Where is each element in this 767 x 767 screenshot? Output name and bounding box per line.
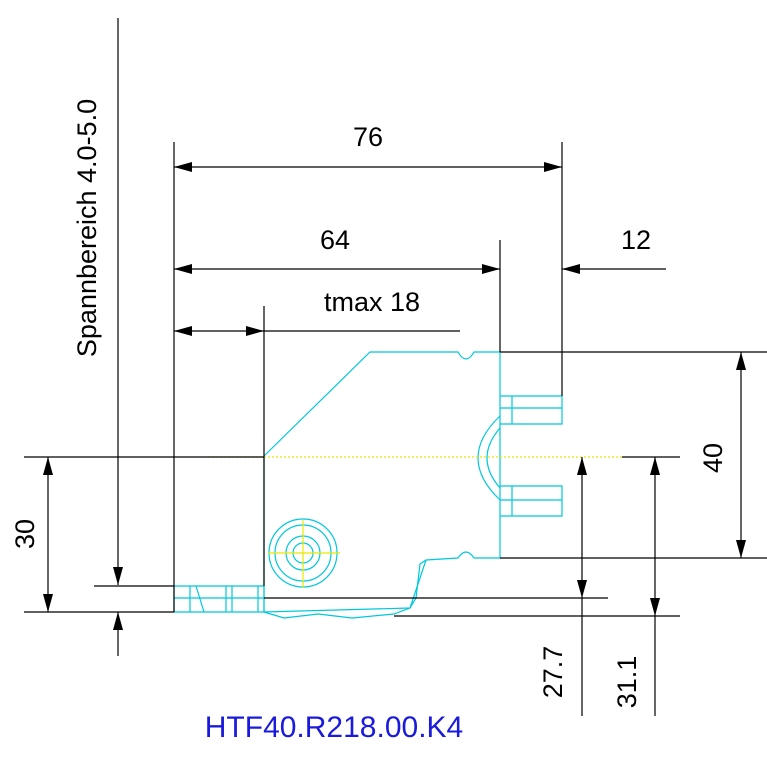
dim-12: 12 bbox=[621, 225, 651, 255]
arrowheads bbox=[43, 162, 746, 630]
centerlines bbox=[208, 456, 622, 588]
dim-64: 64 bbox=[320, 225, 350, 255]
dim-31-1: 31.1 bbox=[612, 656, 642, 709]
dim-spannbereich: Spannbereich 4.0-5.0 bbox=[72, 99, 102, 357]
dim-27-7: 27.7 bbox=[538, 646, 568, 699]
dimension-lines bbox=[24, 18, 767, 716]
dim-tmax: tmax 18 bbox=[324, 287, 420, 317]
dim-76: 76 bbox=[353, 122, 383, 152]
dim-30: 30 bbox=[10, 519, 40, 549]
dim-40: 40 bbox=[698, 443, 728, 473]
drawing-title: HTF40.R218.00.K4 bbox=[205, 711, 463, 744]
part-outline bbox=[173, 351, 563, 619]
